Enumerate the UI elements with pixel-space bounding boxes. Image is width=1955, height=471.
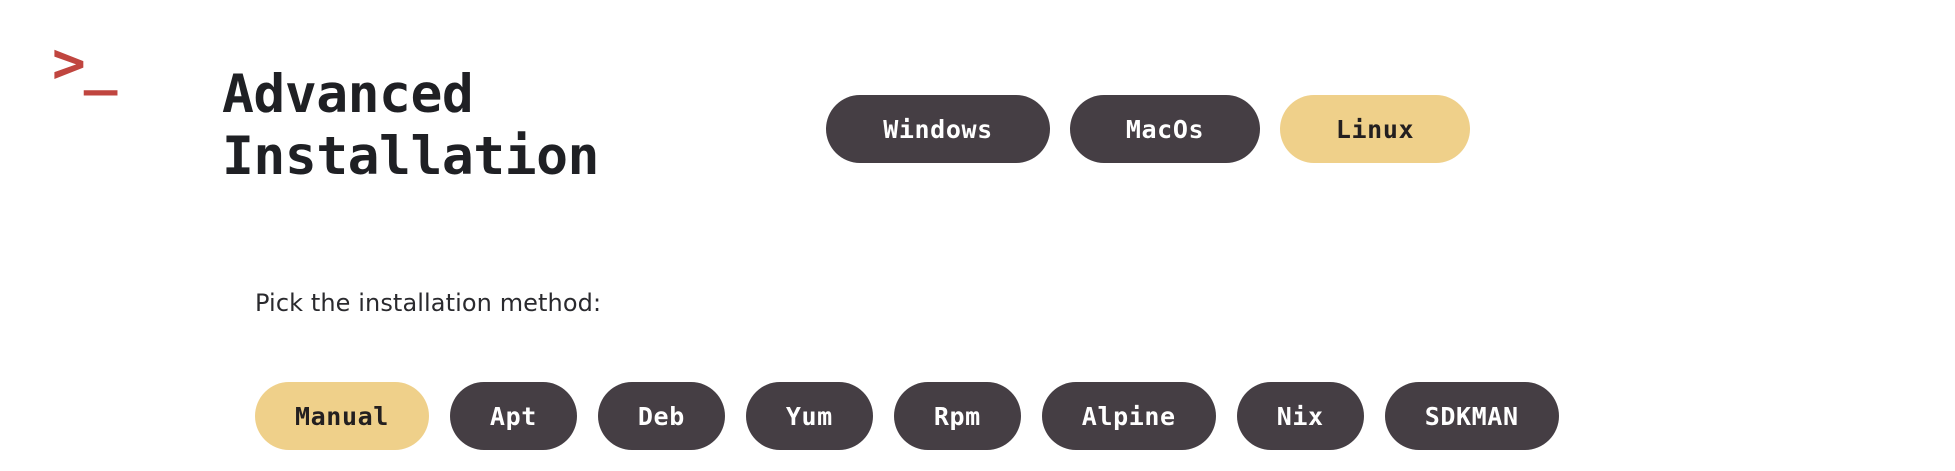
method-section-label: Pick the installation method: (255, 289, 602, 317)
method-option-manual[interactable]: Manual (255, 382, 429, 450)
page-title: Advanced Installation (222, 63, 599, 188)
method-option-yum[interactable]: Yum (745, 382, 873, 450)
method-option-deb[interactable]: Deb (597, 382, 725, 450)
install-method-group: Manual Apt Deb Yum Rpm Alpine Nix SDKMAN (255, 382, 1559, 450)
terminal-prompt-icon: >_ (52, 31, 117, 96)
os-tab-group: Windows MacOs Linux (826, 95, 1470, 163)
method-option-nix[interactable]: Nix (1236, 382, 1364, 450)
method-option-rpm[interactable]: Rpm (893, 382, 1021, 450)
method-option-apt[interactable]: Apt (449, 382, 577, 450)
page-header: >_ Advanced Installation Windows MacOs L… (0, 0, 1955, 210)
os-tab-windows[interactable]: Windows (826, 95, 1050, 163)
method-option-alpine[interactable]: Alpine (1041, 382, 1216, 450)
os-tab-macos[interactable]: MacOs (1070, 95, 1260, 163)
os-tab-linux[interactable]: Linux (1280, 95, 1470, 163)
method-option-sdkman[interactable]: SDKMAN (1384, 382, 1559, 450)
